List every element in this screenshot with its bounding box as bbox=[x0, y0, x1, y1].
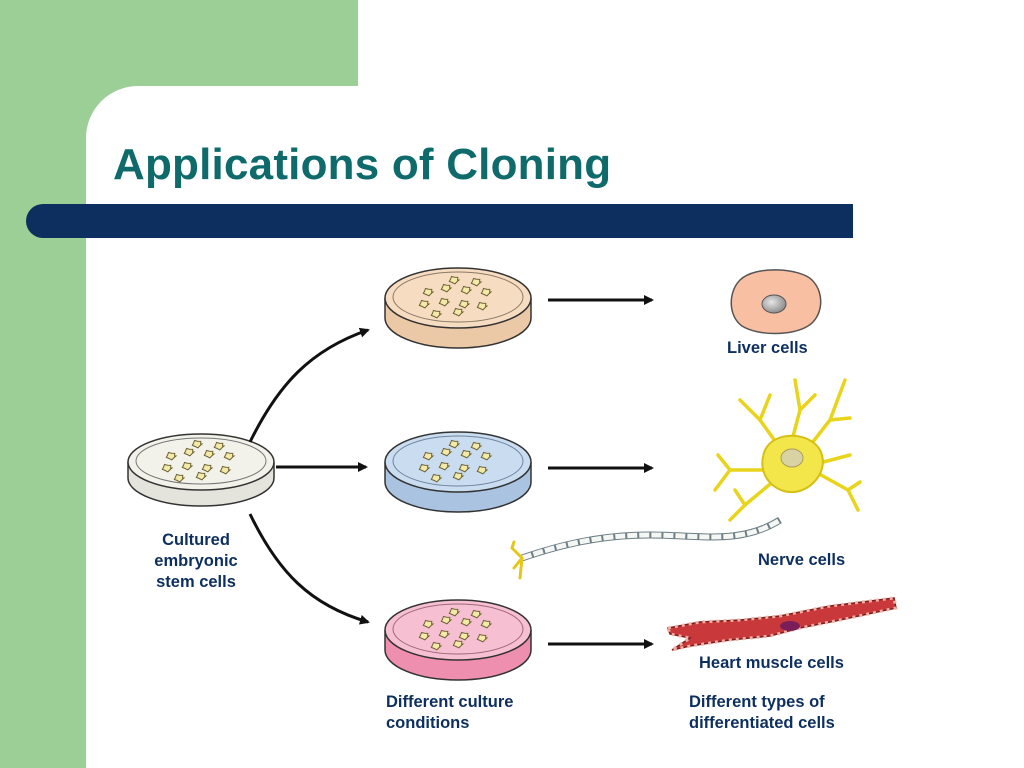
source-petri-dish bbox=[127, 433, 275, 507]
cell-colony bbox=[476, 633, 489, 643]
cell-colony bbox=[440, 615, 453, 625]
cell-colony bbox=[458, 631, 471, 641]
cell-colony bbox=[470, 441, 483, 451]
cell-colony bbox=[181, 461, 194, 471]
cell-colony bbox=[458, 463, 471, 473]
cell-colony bbox=[470, 609, 483, 619]
title-underline-bar bbox=[26, 204, 853, 238]
cell-colony bbox=[448, 607, 461, 617]
green-top-block bbox=[0, 0, 358, 86]
cell-colony bbox=[173, 473, 186, 483]
cell-colony bbox=[438, 461, 451, 471]
nerve-cells-label: Nerve cells bbox=[758, 551, 846, 569]
cell-colony bbox=[460, 449, 473, 459]
cell-colony bbox=[452, 307, 465, 317]
cell-colony bbox=[165, 451, 178, 461]
nerve-cell-illustration bbox=[510, 378, 862, 580]
cell-colony bbox=[201, 463, 214, 473]
cell-colony bbox=[195, 471, 208, 481]
cell-colony bbox=[203, 449, 216, 459]
cell-colony bbox=[183, 447, 196, 457]
cell-colony bbox=[476, 301, 489, 311]
cell-colony bbox=[422, 451, 435, 461]
source-label: Cultured embryonic stem cells bbox=[154, 531, 238, 591]
cell-colony bbox=[223, 451, 236, 461]
outcomes-label: Different types of differentiated cells bbox=[689, 693, 835, 732]
rounded-corner bbox=[86, 86, 146, 146]
cell-colony bbox=[452, 639, 465, 649]
cell-colony bbox=[418, 631, 431, 641]
heart-muscle-illustration bbox=[666, 596, 898, 652]
cell-colony bbox=[476, 465, 489, 475]
slide-title: Applications of Cloning bbox=[113, 140, 612, 189]
cell-colony bbox=[480, 619, 493, 629]
cell-colony bbox=[422, 619, 435, 629]
culture-dish-top bbox=[384, 267, 532, 349]
source-dish-top bbox=[127, 433, 275, 491]
cell-colony bbox=[191, 439, 204, 449]
culture-dish-middle bbox=[384, 431, 532, 513]
cell-colony bbox=[480, 451, 493, 461]
cell-colony bbox=[440, 447, 453, 457]
cell-colony bbox=[448, 275, 461, 285]
cell-colony bbox=[452, 471, 465, 481]
heart-muscle-cells-label: Heart muscle cells bbox=[699, 654, 844, 672]
cell-colony bbox=[460, 617, 473, 627]
cell-colony bbox=[422, 287, 435, 297]
cell-colony bbox=[470, 277, 483, 287]
cell-colony bbox=[438, 629, 451, 639]
conditions-label: Different culture conditions bbox=[386, 693, 514, 732]
liver-cell-illustration bbox=[730, 269, 822, 335]
cell-colony bbox=[430, 309, 443, 319]
cell-colony bbox=[440, 283, 453, 293]
cell-colony bbox=[438, 297, 451, 307]
culture-dish-bottom bbox=[384, 599, 532, 681]
cell-colony bbox=[460, 285, 473, 295]
cell-colony bbox=[213, 441, 226, 451]
cell-colony bbox=[430, 473, 443, 483]
cell-colony bbox=[430, 641, 443, 651]
green-side-band bbox=[0, 0, 86, 768]
cell-colony bbox=[448, 439, 461, 449]
cell-colony bbox=[480, 287, 493, 297]
cell-colony bbox=[418, 299, 431, 309]
cell-colony bbox=[458, 299, 471, 309]
arrow-to-top-dish bbox=[248, 327, 370, 443]
liver-cells-label: Liver cells bbox=[727, 339, 808, 357]
cell-colony bbox=[219, 465, 232, 475]
cell-colony bbox=[418, 463, 431, 473]
cell-colony bbox=[161, 463, 174, 473]
arrow-to-bottom-dish bbox=[248, 513, 370, 625]
